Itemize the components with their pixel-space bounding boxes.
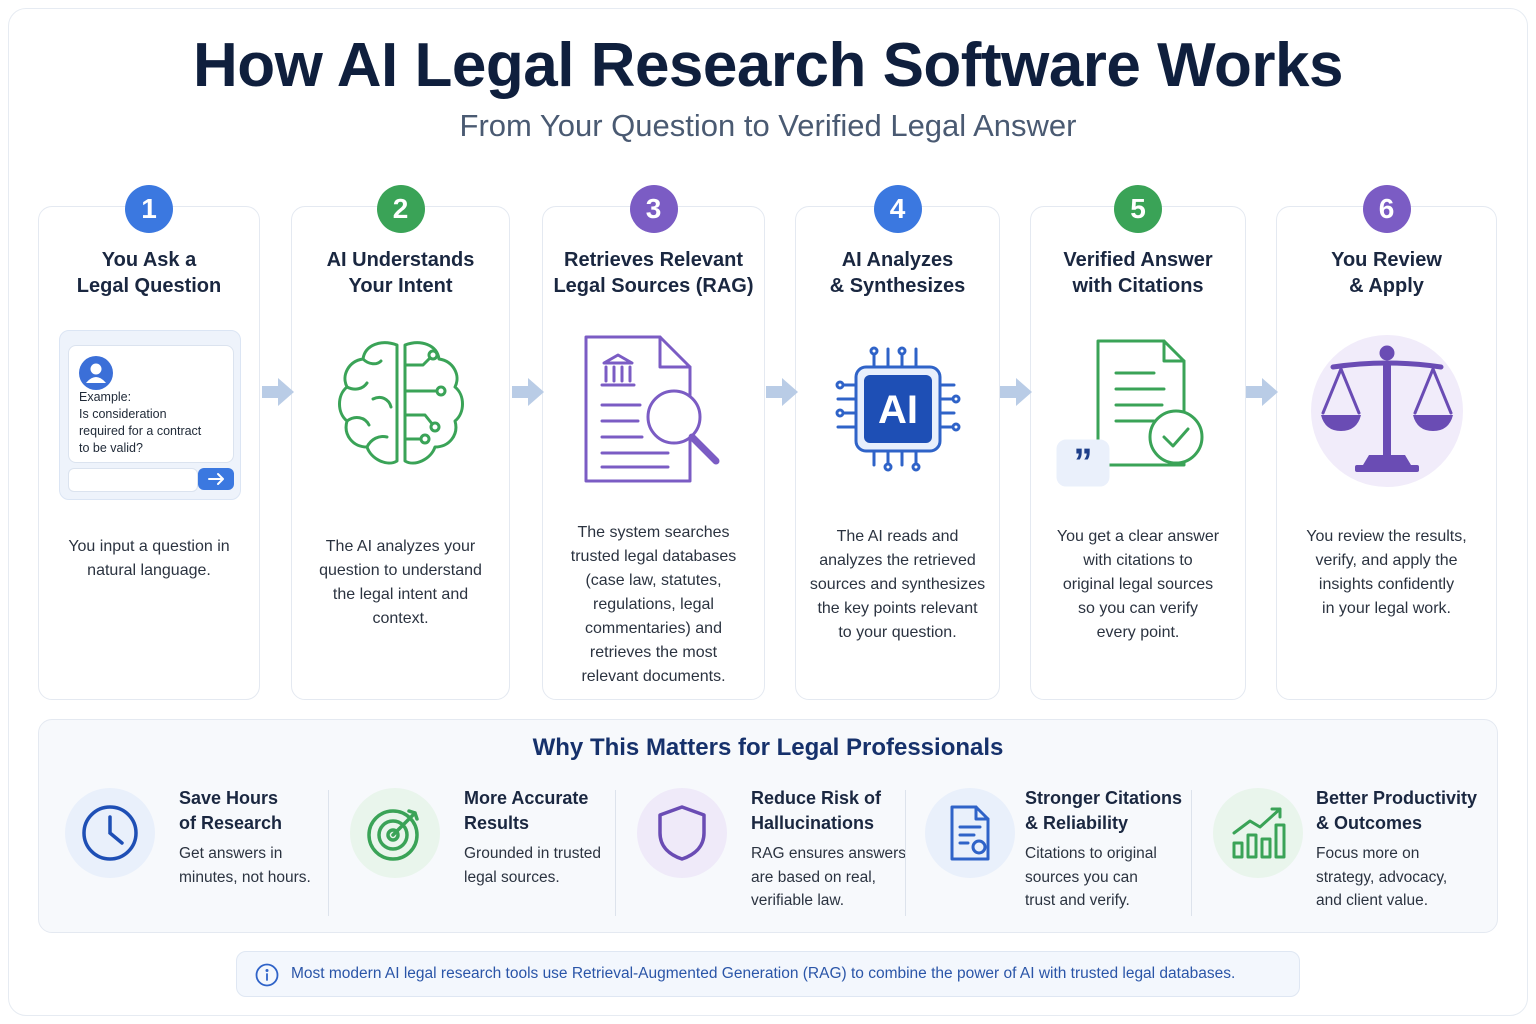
svg-text:”: ” xyxy=(1074,442,1093,484)
user-avatar-icon xyxy=(79,356,113,390)
step-number-badge: 2 xyxy=(376,185,425,233)
step-card-6: 6 You Review& Apply You review the resul… xyxy=(1276,185,1497,700)
benefit-title: Stronger Citations& Reliability xyxy=(1025,788,1183,833)
info-note-text: Most modern AI legal research tools use … xyxy=(291,965,1236,982)
step-title: You Review& Apply xyxy=(1331,249,1442,297)
why-this-matters-panel: Why This Matters for Legal Professionals… xyxy=(38,719,1498,933)
example-question: Example: Is consideration required for a… xyxy=(79,390,202,455)
target-icon xyxy=(350,788,440,878)
ai-chip-icon: AI xyxy=(830,341,966,482)
step-arrow-icon xyxy=(766,378,798,406)
step-title: AI Analyzes& Synthesizes xyxy=(829,249,966,297)
benefit-item: Stronger Citations& Reliability Citation… xyxy=(903,786,1191,920)
verified-document-icon: ” xyxy=(1054,337,1210,496)
page-subtitle: From Your Question to Verified Legal Ans… xyxy=(459,108,1077,143)
step-arrow-icon xyxy=(262,378,294,406)
chat-window-icon: Example: Is consideration required for a… xyxy=(59,330,241,500)
step-number-badge: 4 xyxy=(873,185,922,233)
step-arrow-icon xyxy=(1246,378,1278,406)
info-icon xyxy=(255,963,279,987)
benefit-item: Better Productivity& Outcomes Focus more… xyxy=(1189,786,1497,920)
page-title: How AI Legal Research Software Works xyxy=(192,31,1344,100)
divider xyxy=(328,790,329,916)
step-number-badge: 6 xyxy=(1362,185,1411,233)
step-description: You review the results,verify, and apply… xyxy=(1306,528,1467,617)
citation-document-icon xyxy=(925,788,1015,878)
divider xyxy=(905,790,906,916)
step-arrow-icon xyxy=(512,378,544,406)
document-search-icon xyxy=(582,333,726,490)
step-card-4: 4 AI Analyzes& Synthesizes AI The AI rea… xyxy=(795,185,1000,700)
chat-input xyxy=(68,468,198,492)
scales-of-justice-icon xyxy=(1310,331,1463,492)
shield-icon xyxy=(637,788,727,878)
step-number-badge: 5 xyxy=(1114,185,1162,233)
step-number-badge: 1 xyxy=(125,185,173,233)
step-number-badge: 3 xyxy=(629,185,678,233)
info-note-bar: Most modern AI legal research tools use … xyxy=(236,951,1300,997)
divider xyxy=(615,790,616,916)
brain-circuit-icon xyxy=(333,335,469,480)
divider xyxy=(1191,790,1192,916)
clock-icon xyxy=(65,788,155,878)
chip-label: AI xyxy=(878,388,918,432)
growth-chart-icon xyxy=(1213,788,1303,878)
why-title: Why This Matters for Legal Professionals xyxy=(532,734,1004,761)
chat-bubble xyxy=(68,345,234,463)
send-arrow-icon xyxy=(198,468,234,490)
step-arrow-icon xyxy=(1000,378,1032,406)
benefit-title: Better Productivity& Outcomes xyxy=(1316,788,1478,833)
